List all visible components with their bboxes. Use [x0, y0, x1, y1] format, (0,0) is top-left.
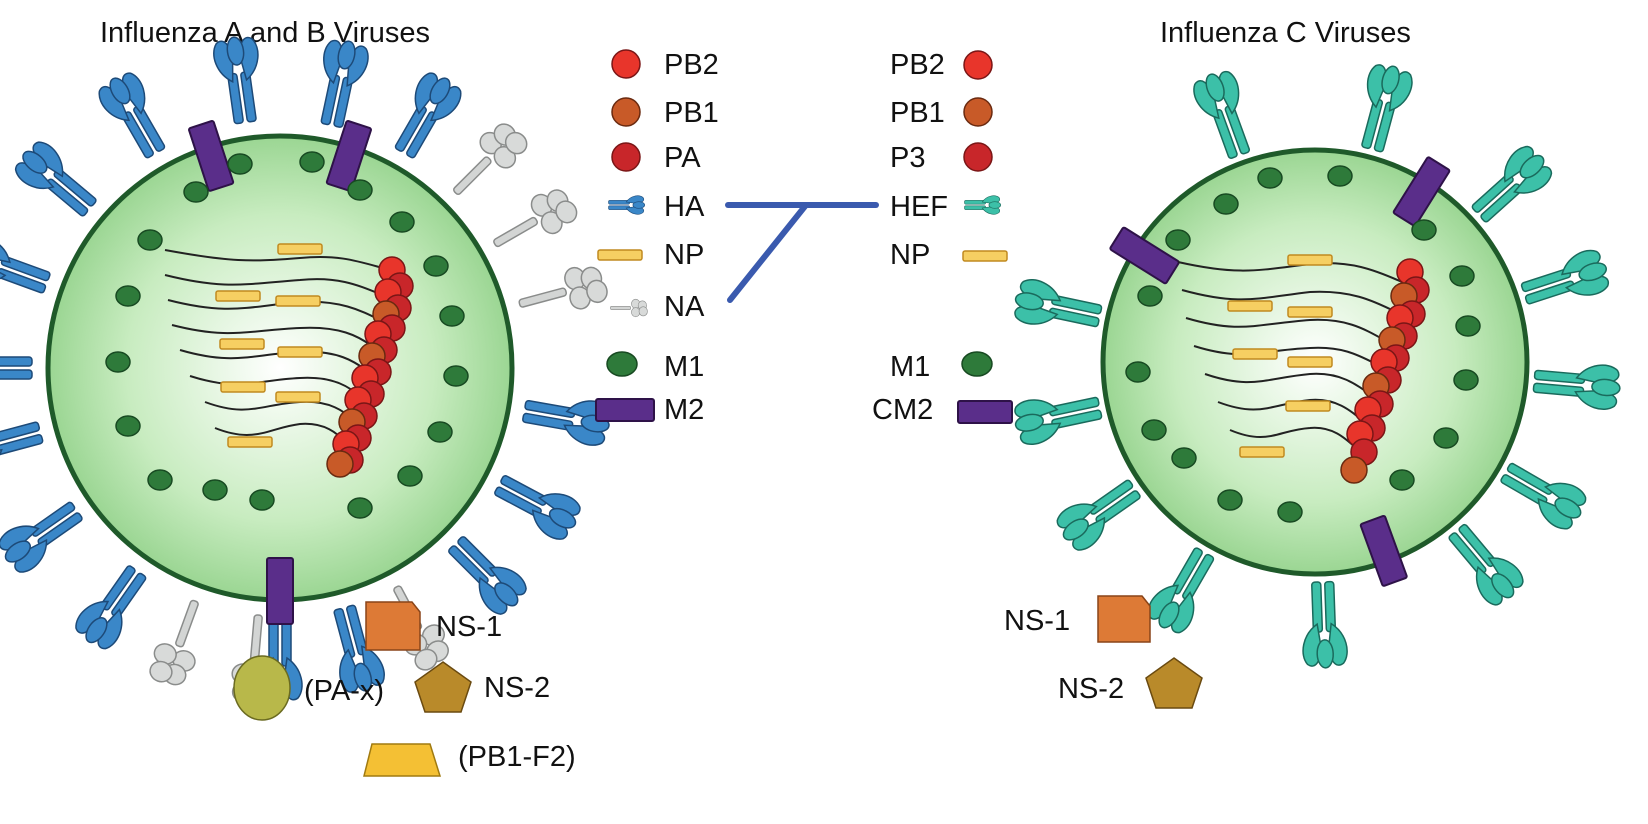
m2-symbol — [595, 398, 655, 422]
legend-label-np-c: NP — [890, 239, 930, 271]
legend-label-m2: M2 — [664, 394, 704, 426]
p3-symbol — [963, 142, 993, 172]
label-ns1-c: NS-1 — [1004, 605, 1070, 637]
legend-label-np: NP — [664, 239, 704, 271]
virion-influenza-a-b — [0, 33, 614, 706]
ns2-c-symbol — [1145, 657, 1203, 709]
ha-symbol — [608, 195, 645, 215]
ha-na-to-hef-connector — [725, 202, 879, 303]
pb1-symbol — [611, 97, 641, 127]
legend-label-m1: M1 — [664, 351, 704, 383]
label-pb1-f2: (PB1-F2) — [458, 741, 576, 773]
legend-label-pb2: PB2 — [664, 49, 719, 81]
na-symbol — [610, 298, 648, 318]
ns1-symbol — [365, 601, 421, 651]
hef-symbol — [964, 195, 1001, 215]
accessory-proteins-a-b: NS-1 (PA-x) NS-2 (PB1-F2) — [233, 601, 576, 777]
polymerase-column — [1340, 258, 1430, 484]
ns1-c-symbol — [1097, 595, 1151, 643]
legend-label-pb1: PB1 — [664, 97, 719, 129]
title-influenza-c: Influenza C Viruses — [1160, 17, 1411, 49]
pb2-symbol — [611, 49, 641, 79]
accessory-proteins-c: NS-1 NS-2 — [1004, 595, 1203, 709]
legend-influenza-c: PB2 PB1 P3 HEF NP M1 CM2 — [872, 49, 1013, 426]
pa-symbol — [611, 142, 641, 172]
title-influenza-a-b: Influenza A and B Viruses — [100, 17, 430, 49]
legend-label-cm2: CM2 — [872, 394, 933, 426]
np-c-symbol — [962, 250, 1008, 262]
legend-label-p3: P3 — [890, 142, 925, 174]
np-symbol — [597, 249, 643, 261]
legend-label-pb1-c: PB1 — [890, 97, 945, 129]
legend-label-pb2-c: PB2 — [890, 49, 945, 81]
legend-influenza-a-b: PB2 PB1 PA HA NP NA M1 M2 — [595, 49, 719, 426]
label-ns1: NS-1 — [436, 611, 502, 643]
pax-symbol — [233, 655, 291, 721]
legend-label-na: NA — [664, 291, 705, 323]
legend-label-ha: HA — [664, 191, 705, 223]
pb1-c-symbol — [963, 97, 993, 127]
label-ns2: NS-2 — [484, 672, 550, 704]
polymerase-column — [326, 256, 414, 478]
cm2-symbol — [957, 400, 1013, 424]
ns2-symbol — [414, 661, 472, 713]
pb1-f2-symbol — [363, 743, 442, 777]
legend-label-pa: PA — [664, 142, 701, 174]
pb2-c-symbol — [963, 50, 993, 80]
legend-label-hef: HEF — [890, 191, 948, 223]
legend-label-m1-c: M1 — [890, 351, 930, 383]
rnp-strands — [1177, 261, 1403, 449]
m1-symbol — [606, 351, 638, 377]
label-pa-x: (PA-x) — [304, 675, 384, 707]
virion-influenza-c — [1010, 59, 1623, 670]
label-ns2-c: NS-2 — [1058, 673, 1124, 705]
m1-c-symbol — [961, 351, 993, 377]
